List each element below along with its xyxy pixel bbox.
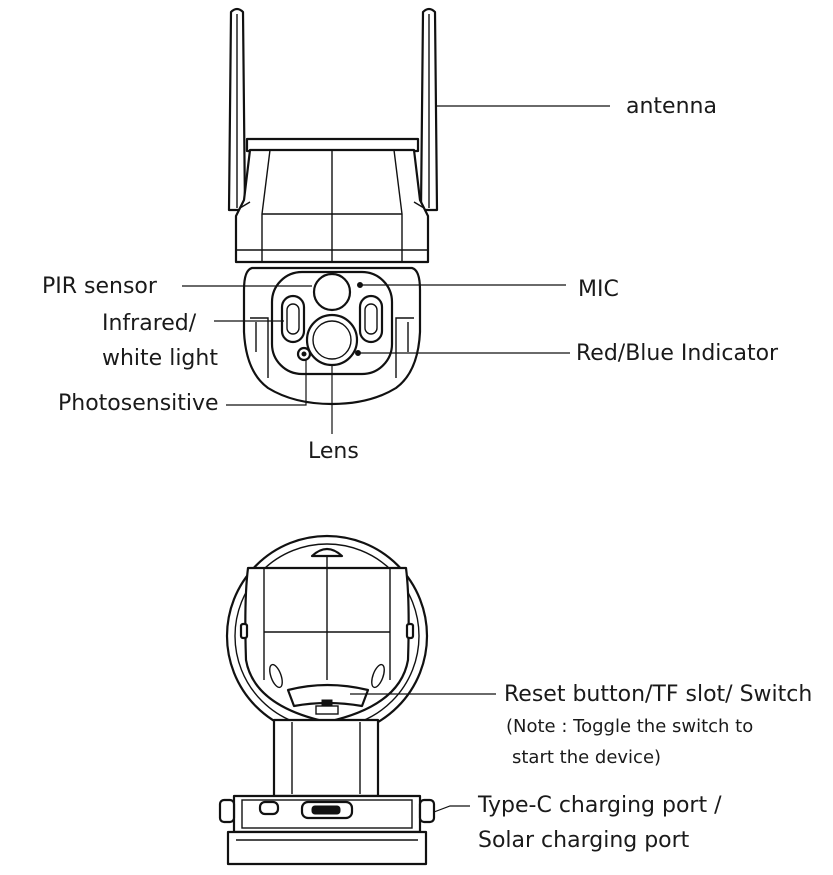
label-indicator: Red/Blue Indicator bbox=[576, 341, 779, 366]
indicator-dot bbox=[355, 350, 361, 356]
label-antenna: antenna bbox=[626, 94, 717, 119]
label-lens: Lens bbox=[308, 439, 359, 464]
label-note-line1: (Note : Toggle the switch to bbox=[506, 716, 754, 737]
antenna-left bbox=[227, 7, 247, 212]
label-type-c: Type-C charging port / bbox=[478, 793, 722, 818]
label-solar: Solar charging port bbox=[478, 828, 690, 853]
label-photosensitive: Photosensitive bbox=[58, 391, 219, 416]
pir-sensor bbox=[312, 272, 352, 312]
reset-tf-slot-panel bbox=[286, 683, 370, 708]
infrared-light-right bbox=[358, 294, 384, 344]
label-infrared-line2: white light bbox=[102, 346, 218, 371]
front-leader-lines bbox=[182, 105, 610, 434]
neck bbox=[272, 718, 380, 798]
bottom-view-camera bbox=[218, 534, 496, 866]
label-pir-sensor: PIR sensor bbox=[42, 274, 157, 299]
label-mic: MIC bbox=[578, 277, 619, 302]
infrared-light-left bbox=[280, 294, 306, 344]
label-infrared-line1: Infrared/ bbox=[102, 311, 197, 336]
mic-hole bbox=[357, 282, 363, 288]
antenna-right bbox=[419, 7, 439, 212]
lens bbox=[305, 313, 359, 367]
bottom-leader-lines bbox=[350, 693, 496, 813]
front-view-camera bbox=[182, 7, 610, 434]
base-foot bbox=[226, 830, 428, 866]
label-reset-tf-switch: Reset button/TF slot/ Switch bbox=[504, 682, 813, 707]
label-note-line2: start the device) bbox=[512, 747, 662, 768]
